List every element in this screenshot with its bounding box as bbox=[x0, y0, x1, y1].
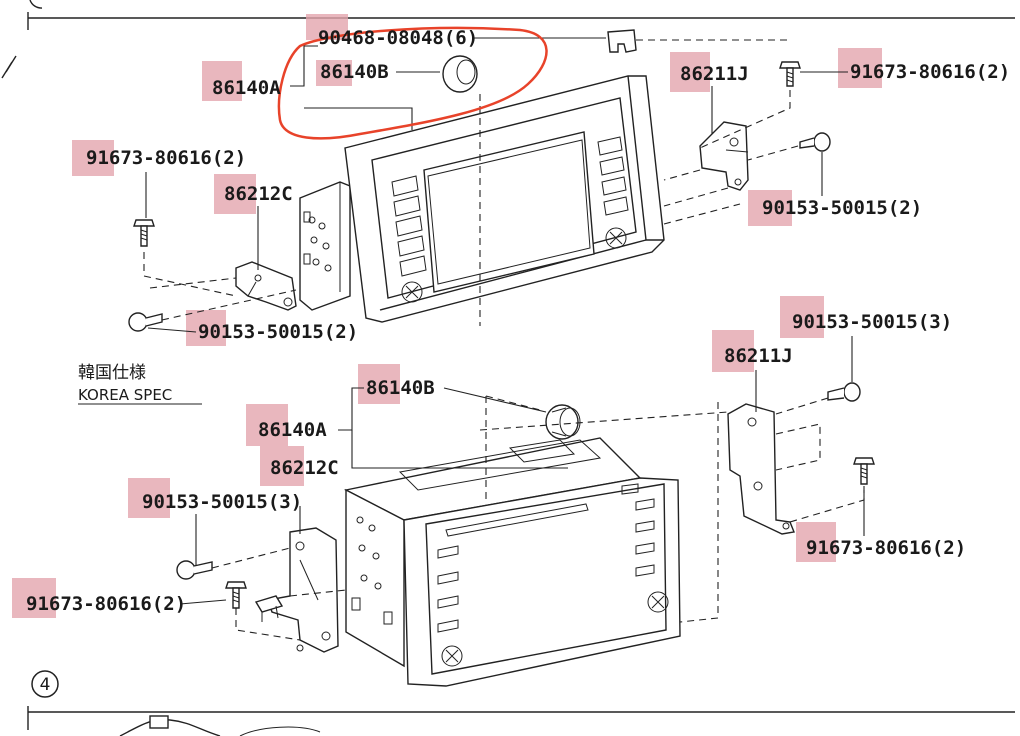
bottom-right-button-column bbox=[635, 498, 669, 613]
top-clip-90468 bbox=[607, 29, 637, 53]
top-screw-91673-right bbox=[779, 61, 801, 87]
bottom-harness-clip bbox=[254, 595, 284, 622]
top-knob-86140b bbox=[442, 55, 478, 93]
part-labels: 90468-08048(6) 86140A 86140B 86211J 9167… bbox=[26, 27, 1010, 615]
top-dashed-guides bbox=[143, 39, 799, 326]
section-number: 4 bbox=[40, 675, 51, 695]
label-91673-top-left: 91673-80616(2) bbox=[86, 147, 246, 169]
part-number-highlights bbox=[12, 14, 882, 618]
label-90153-top-right: 90153-50015(2) bbox=[762, 197, 922, 219]
top-bracket-86211j-right bbox=[699, 121, 749, 191]
top-screw-91673-left bbox=[133, 219, 155, 247]
bottom-screw-91673-left bbox=[225, 581, 247, 609]
bottom-screw-90153-left bbox=[176, 560, 213, 580]
section-marker: 4 bbox=[31, 670, 59, 698]
label-86211j-top: 86211J bbox=[680, 63, 749, 85]
bottom-screw-91673-right bbox=[853, 457, 875, 485]
bottom-left-button-column bbox=[437, 545, 463, 667]
section-circle bbox=[31, 670, 59, 698]
label-86211j-bottom: 86211J bbox=[724, 345, 793, 367]
korea-spec-japanese: 韓国仕様 bbox=[78, 363, 146, 383]
top-right-button-column bbox=[597, 136, 629, 249]
label-90468-top: 90468-08048(6) bbox=[318, 27, 478, 49]
bottom-head-unit bbox=[343, 404, 681, 687]
top-head-unit bbox=[299, 29, 665, 323]
label-86140a-top: 86140A bbox=[212, 77, 281, 99]
label-90153-bottom-right: 90153-50015(3) bbox=[792, 311, 952, 333]
leader-lines bbox=[145, 37, 865, 605]
top-screw-90153-right bbox=[799, 132, 831, 152]
bottom-screw-90153-right bbox=[827, 382, 861, 402]
label-90153-top-left: 90153-50015(2) bbox=[198, 321, 358, 343]
bottom-dashed-guides bbox=[211, 395, 865, 641]
next-section-harness bbox=[119, 715, 321, 736]
bottom-bracket-86211j-right bbox=[727, 403, 795, 535]
label-90153-bottom-left: 90153-50015(3) bbox=[142, 491, 302, 513]
red-annotation-circle bbox=[277, 26, 548, 140]
label-91673-bottom-left: 91673-80616(2) bbox=[26, 593, 186, 615]
top-screw-90153-left bbox=[128, 312, 163, 332]
label-86140a-bottom: 86140A bbox=[258, 419, 327, 441]
label-91673-top-right: 91673-80616(2) bbox=[850, 61, 1010, 83]
bottom-bracket-86212c-left bbox=[267, 527, 339, 653]
label-91673-bottom-right: 91673-80616(2) bbox=[806, 537, 966, 559]
korea-spec-label: KOREA SPEC bbox=[78, 386, 172, 404]
label-86212c-top: 86212C bbox=[224, 183, 293, 205]
label-86212c-bottom: 86212C bbox=[270, 457, 339, 479]
top-left-button-column bbox=[391, 175, 427, 303]
bottom-knob-86140b bbox=[545, 404, 581, 440]
label-86140b-top: 86140B bbox=[320, 61, 389, 83]
label-86140b-bottom: 86140B bbox=[366, 377, 435, 399]
top-bracket-86212c-left bbox=[235, 261, 297, 311]
